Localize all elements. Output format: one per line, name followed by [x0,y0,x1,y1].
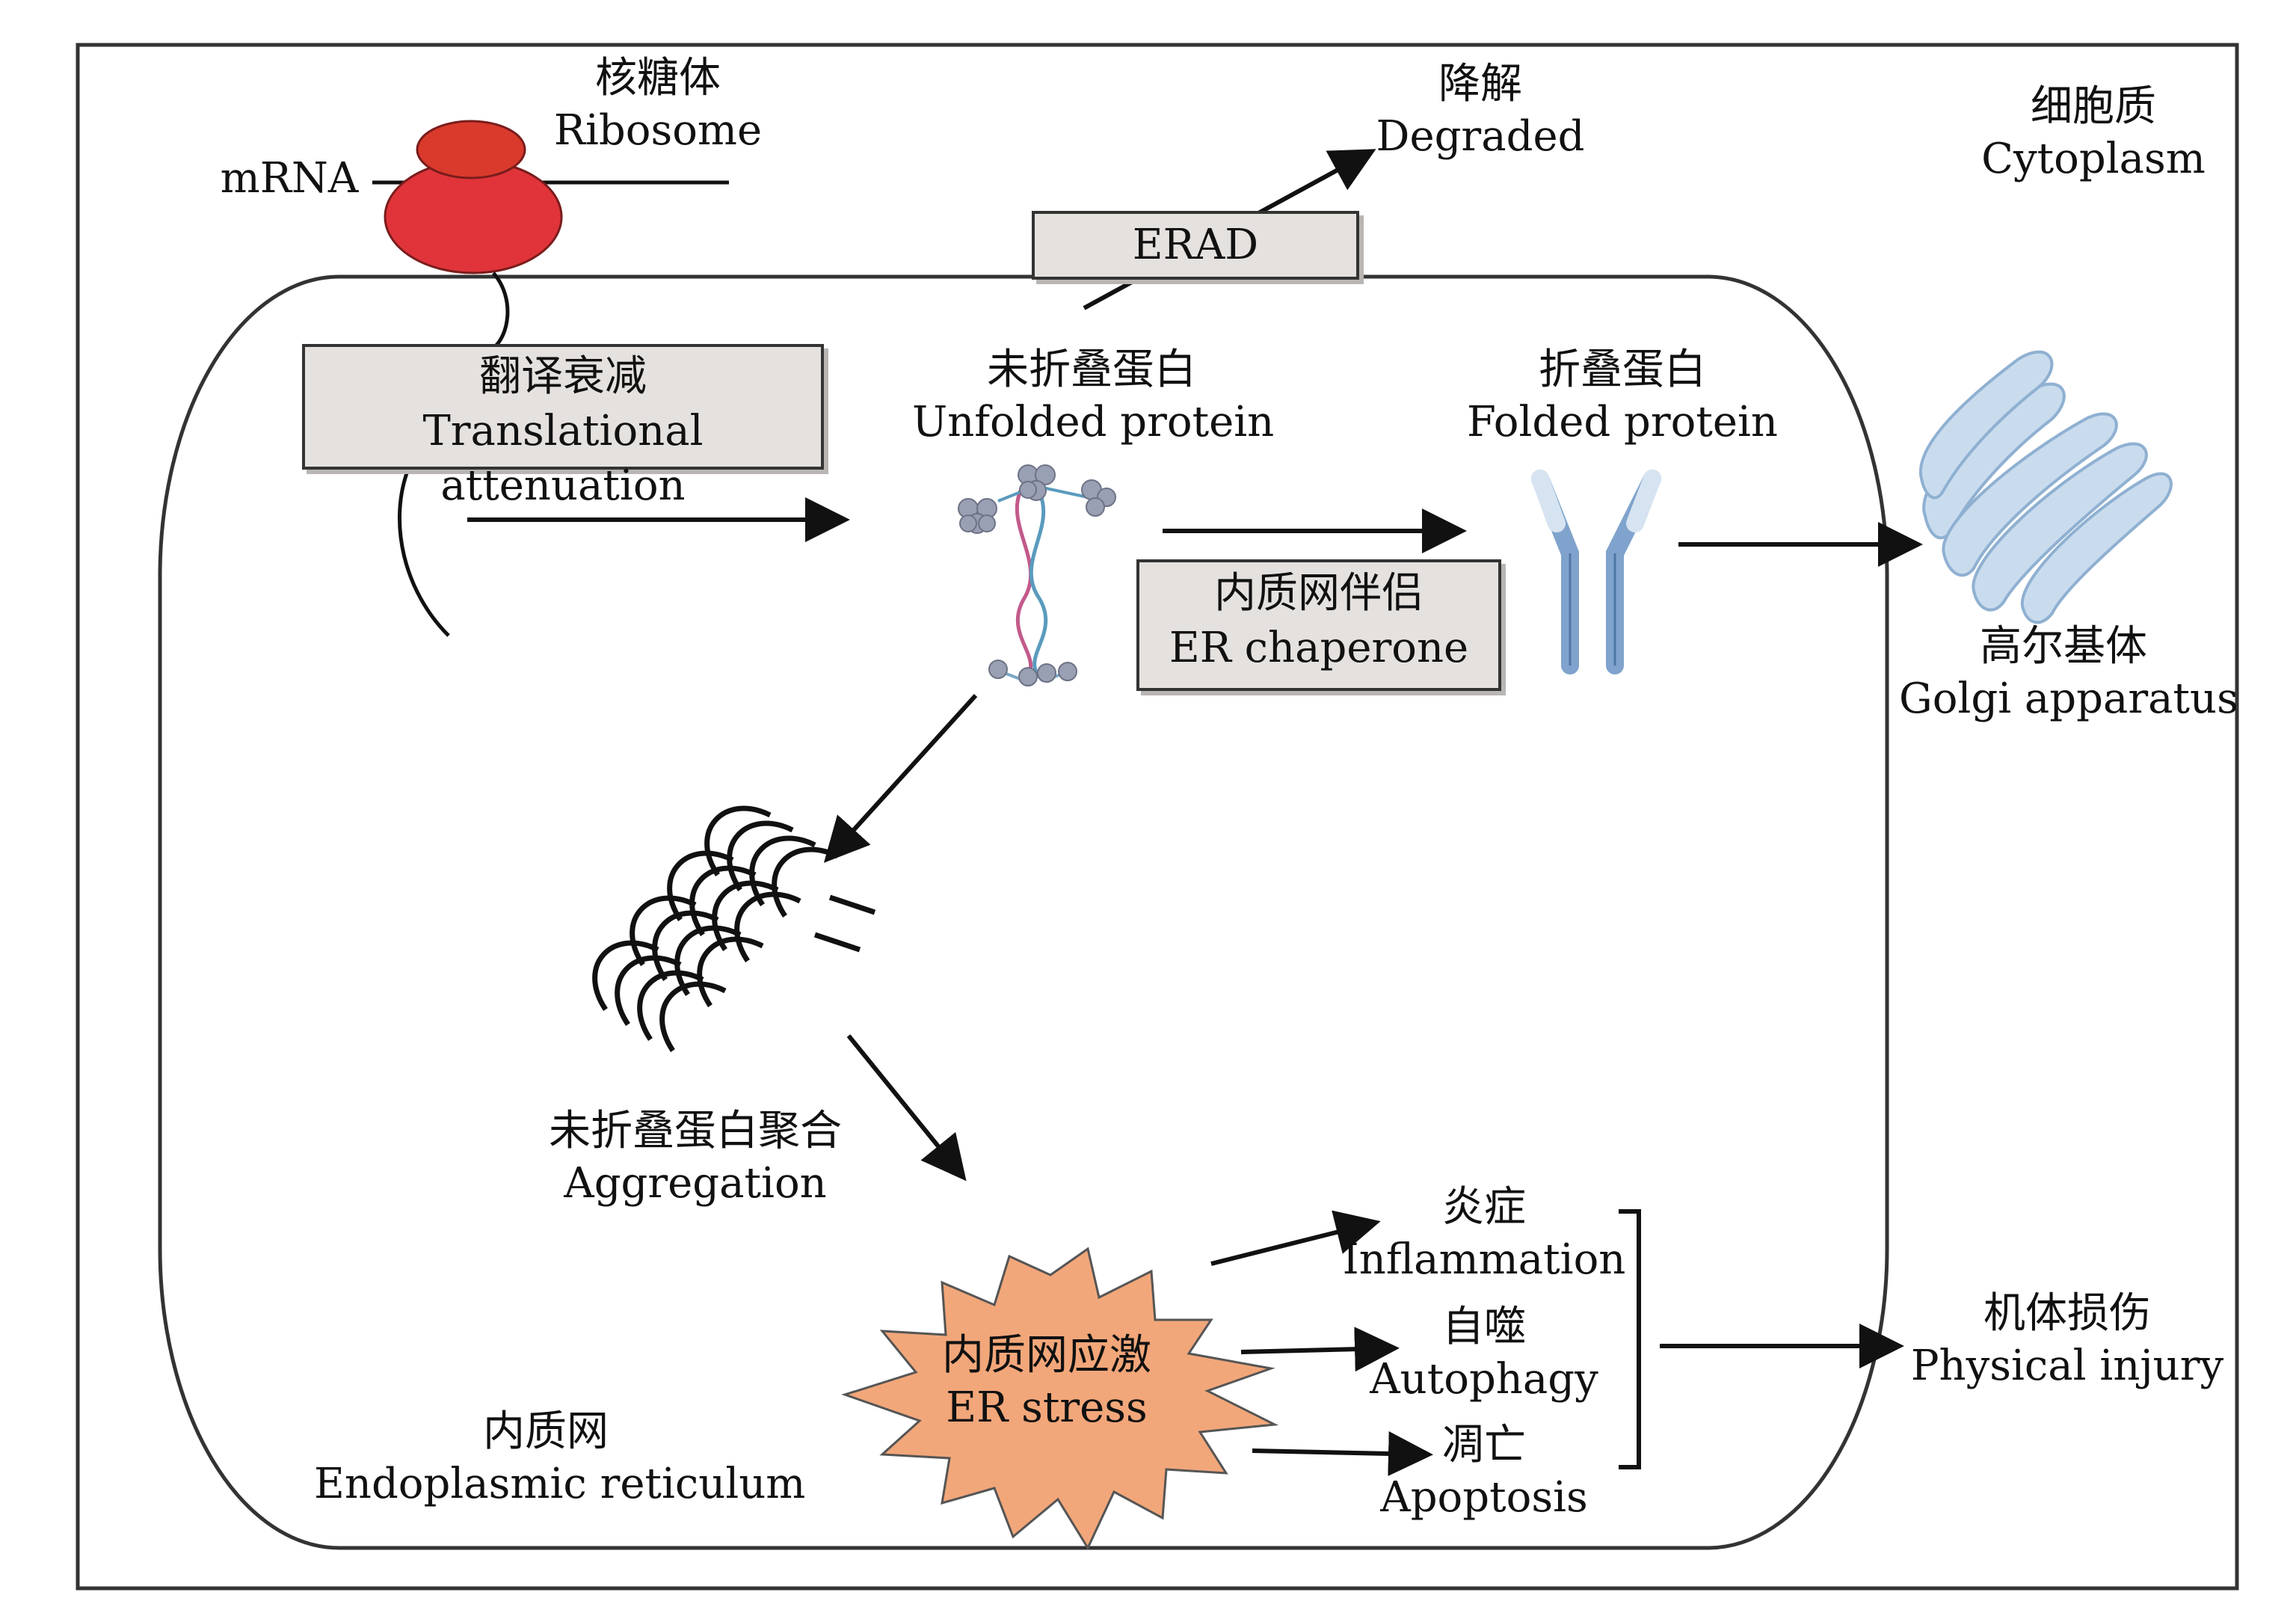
ribosome-label: 核糖体 Ribosome [538,52,778,157]
arrow-erstress-inflammation [1210,1210,1381,1266]
autophagy-zh: 自噬 [1442,1303,1526,1351]
inflammation-label: 炎症 Inflammation [1338,1182,1630,1286]
golgi-zh: 高尔基体 [1980,622,2147,671]
arrow-aggregation-erstress [846,1034,967,1182]
erad-box: ERAD [1032,211,1359,280]
er-stress-zh: 内质网应激 [942,1331,1151,1380]
outer-frame [76,43,2239,1591]
arrow-erstress-apoptosis [1252,1431,1433,1476]
unfolded-protein-label: 未折叠蛋白 Unfolded protein [912,344,1275,449]
golgi-en: Golgi apparatus [1899,675,2238,723]
er-stress-en: ER stress [946,1383,1148,1432]
cytoplasm-en: Cytoplasm [1981,135,2206,183]
ribosome-en: Ribosome [553,106,763,155]
unfolded-protein-zh: 未折叠蛋白 [987,345,1196,394]
aggregation-icon [592,805,876,1052]
er-chaperone-en: ER chaperone [1169,623,1469,672]
outcome-bracket [1619,1209,1641,1469]
physical-injury-zh: 机体损伤 [1983,1289,2151,1338]
cytoplasm-zh: 细胞质 [2031,82,2156,131]
autophagy-label: 自噬 Autophagy [1361,1301,1607,1406]
folded-protein-icon [1531,470,1661,675]
translational-attenuation-en: Translational attenuation [422,406,704,510]
arrow-erstress-autophagy [1240,1327,1400,1372]
unfolded-protein-icon [958,464,1116,686]
apoptosis-en: Apoptosis [1380,1473,1588,1522]
ribosome-small-subunit [416,120,526,179]
autophagy-en: Autophagy [1370,1355,1598,1404]
aggregation-zh: 未折叠蛋白聚合 [549,1107,842,1155]
folded-protein-label: 折叠蛋白 Folded protein [1458,344,1787,449]
folded-protein-zh: 折叠蛋白 [1539,345,1706,394]
ribosome-zh: 核糖体 [595,54,721,102]
translational-attenuation-zh: 翻译衰减 [479,352,647,401]
er-chaperone-box: 内质网伴侣 ER chaperone [1136,559,1501,691]
mrna-label: mRNA [220,154,359,203]
inflammation-en: Inflammation [1342,1235,1626,1284]
translational-attenuation-box: 翻译衰减 Translational attenuation [302,344,824,510]
degraded-en: Degraded [1376,112,1585,161]
golgi-apparatus-icon [1918,350,2173,624]
golgi-label: 高尔基体 Golgi apparatus [1899,621,2238,725]
nascent-chain-inner [398,470,450,637]
aggregation-label: 未折叠蛋白聚合 Aggregation [516,1105,875,1210]
physical-injury-label: 机体损伤 Physical injury [1906,1288,2228,1392]
er-stress-label: 内质网应激 ER stress [897,1330,1196,1434]
er-membrane [158,274,1889,1550]
cytoplasm-label: 细胞质 Cytoplasm [1974,81,2213,185]
endoplasmic-reticulum-en: Endoplasmic reticulum [314,1460,806,1508]
endoplasmic-reticulum-label: 内质网 Endoplasmic reticulum [314,1406,806,1511]
er-chaperone-zh: 内质网伴侣 [1214,569,1424,618]
degraded-label: 降解 Degraded [1368,58,1592,163]
degraded-zh: 降解 [1438,60,1522,108]
folded-protein-en: Folded protein [1466,398,1778,446]
erad-label: ERAD [1132,221,1259,269]
unfolded-protein-en: Unfolded protein [912,398,1275,446]
apoptosis-label: 凋亡 Apoptosis [1368,1419,1600,1524]
apoptosis-zh: 凋亡 [1442,1421,1526,1469]
nascent-chain [492,271,510,349]
er-stress-burst [841,1247,1279,1551]
inflammation-zh: 炎症 [1442,1183,1526,1232]
aggregation-en: Aggregation [564,1159,827,1208]
arrow-unfolded-aggregation [823,693,978,863]
endoplasmic-reticulum-zh: 内质网 [483,1407,609,1456]
physical-injury-en: Physical injury [1910,1342,2224,1390]
